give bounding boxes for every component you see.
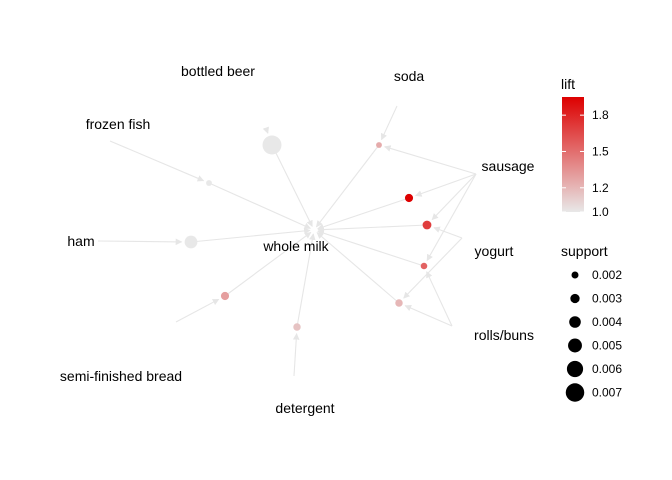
lift-tick-label: 1.8 xyxy=(592,108,609,122)
rule-node-r9[interactable] xyxy=(395,299,403,307)
edge-r9-to-whole_milk xyxy=(316,232,400,304)
edge-yogurt-to-r9 xyxy=(403,237,463,299)
support-legend-label: 0.004 xyxy=(592,315,622,329)
rule-node-r2[interactable] xyxy=(376,142,382,148)
rule-node-r10[interactable] xyxy=(293,323,301,331)
support-legend-label: 0.005 xyxy=(592,339,622,353)
item-label-bottled-beer[interactable]: bottled beer xyxy=(181,63,255,79)
item-label-frozen-fish[interactable]: frozen fish xyxy=(86,116,151,132)
edge-rolls_buns-to-r9 xyxy=(404,305,453,327)
support-legend-dot xyxy=(569,316,581,328)
lift-tick-label: 1.0 xyxy=(592,205,609,219)
support-legend-title: support xyxy=(561,243,608,259)
edge-sausage-to-r7 xyxy=(426,173,477,262)
rule-node-r3[interactable] xyxy=(206,180,212,186)
support-legend: support 0.002 0.003 0.004 0.005 0.006 0.007 xyxy=(561,243,622,402)
item-label-sausage[interactable]: sausage xyxy=(482,158,535,174)
edge-ham-to-r6 xyxy=(97,238,183,246)
support-legend-dot xyxy=(571,271,579,279)
edge-r6-to-whole_milk xyxy=(190,227,311,243)
edge-r1-to-whole_milk xyxy=(271,144,313,228)
edge-yogurt-to-r5 xyxy=(433,226,463,239)
edge-r7-to-whole_milk xyxy=(317,229,425,267)
edge-r3-to-whole_milk xyxy=(208,182,311,229)
item-label-yogurt[interactable]: yogurt xyxy=(475,243,514,259)
edge-r2-to-whole_milk xyxy=(315,144,380,228)
rule-node-layer xyxy=(184,135,432,331)
lift-legend-title: lift xyxy=(561,76,575,92)
edge-detergent-to-r10 xyxy=(292,333,300,377)
lift-legend: lift 1.8 1.5 1.2 1.0 xyxy=(561,76,609,219)
item-label-semi-finished-bread[interactable]: semi-finished bread xyxy=(60,368,182,384)
edge-sausage-to-r5 xyxy=(431,173,477,221)
support-legend-label: 0.002 xyxy=(592,268,622,282)
support-legend-dot xyxy=(565,383,585,402)
item-label-soda[interactable]: soda xyxy=(394,68,425,84)
support-legend-dot xyxy=(568,338,582,353)
item-label-detergent[interactable]: detergent xyxy=(275,400,334,416)
rule-node-r5[interactable] xyxy=(422,220,432,230)
edge-r10-to-whole_milk xyxy=(296,233,316,328)
edge-semi_finished_bread-to-r8 xyxy=(175,298,220,323)
support-legend-label: 0.003 xyxy=(592,292,622,306)
edge-r5-to-whole_milk xyxy=(317,224,428,233)
item-label-whole-milk[interactable]: whole milk xyxy=(262,238,329,254)
edge-sausage-to-r2 xyxy=(384,145,477,175)
edge-sausage-to-r4 xyxy=(415,173,477,197)
support-legend-entries: 0.002 0.003 0.004 0.005 0.006 0.007 xyxy=(565,268,622,402)
item-label-rolls-buns[interactable]: rolls/buns xyxy=(474,327,534,343)
support-legend-dot xyxy=(570,293,580,304)
lift-colorbar xyxy=(562,97,584,212)
edge-soda-to-r2 xyxy=(380,105,398,141)
edge-layer xyxy=(97,105,477,377)
lift-legend-ticks: 1.8 1.5 1.2 1.0 xyxy=(562,108,609,219)
rule-node-r7[interactable] xyxy=(420,262,428,270)
support-legend-label: 0.007 xyxy=(592,386,622,400)
rule-node-r8[interactable] xyxy=(220,291,230,301)
support-legend-label: 0.006 xyxy=(592,362,622,376)
rule-node-r1[interactable] xyxy=(262,135,282,155)
lift-tick-label: 1.2 xyxy=(592,181,609,195)
edge-bottled_beer-to-r1 xyxy=(262,126,269,134)
item-label-ham[interactable]: ham xyxy=(67,233,94,249)
item-labels: whole milk bottled beer soda frozen fish… xyxy=(60,63,535,416)
edge-rolls_buns-to-r7 xyxy=(426,271,453,327)
rule-node-r6[interactable] xyxy=(184,235,198,249)
rule-node-r4[interactable] xyxy=(404,193,414,203)
edge-r8-to-whole_milk xyxy=(224,231,312,297)
edge-r4-to-whole_milk xyxy=(317,197,410,230)
lift-tick-label: 1.5 xyxy=(592,144,609,158)
support-legend-dot xyxy=(566,360,584,378)
edge-frozen_fish-to-r3 xyxy=(109,140,205,182)
